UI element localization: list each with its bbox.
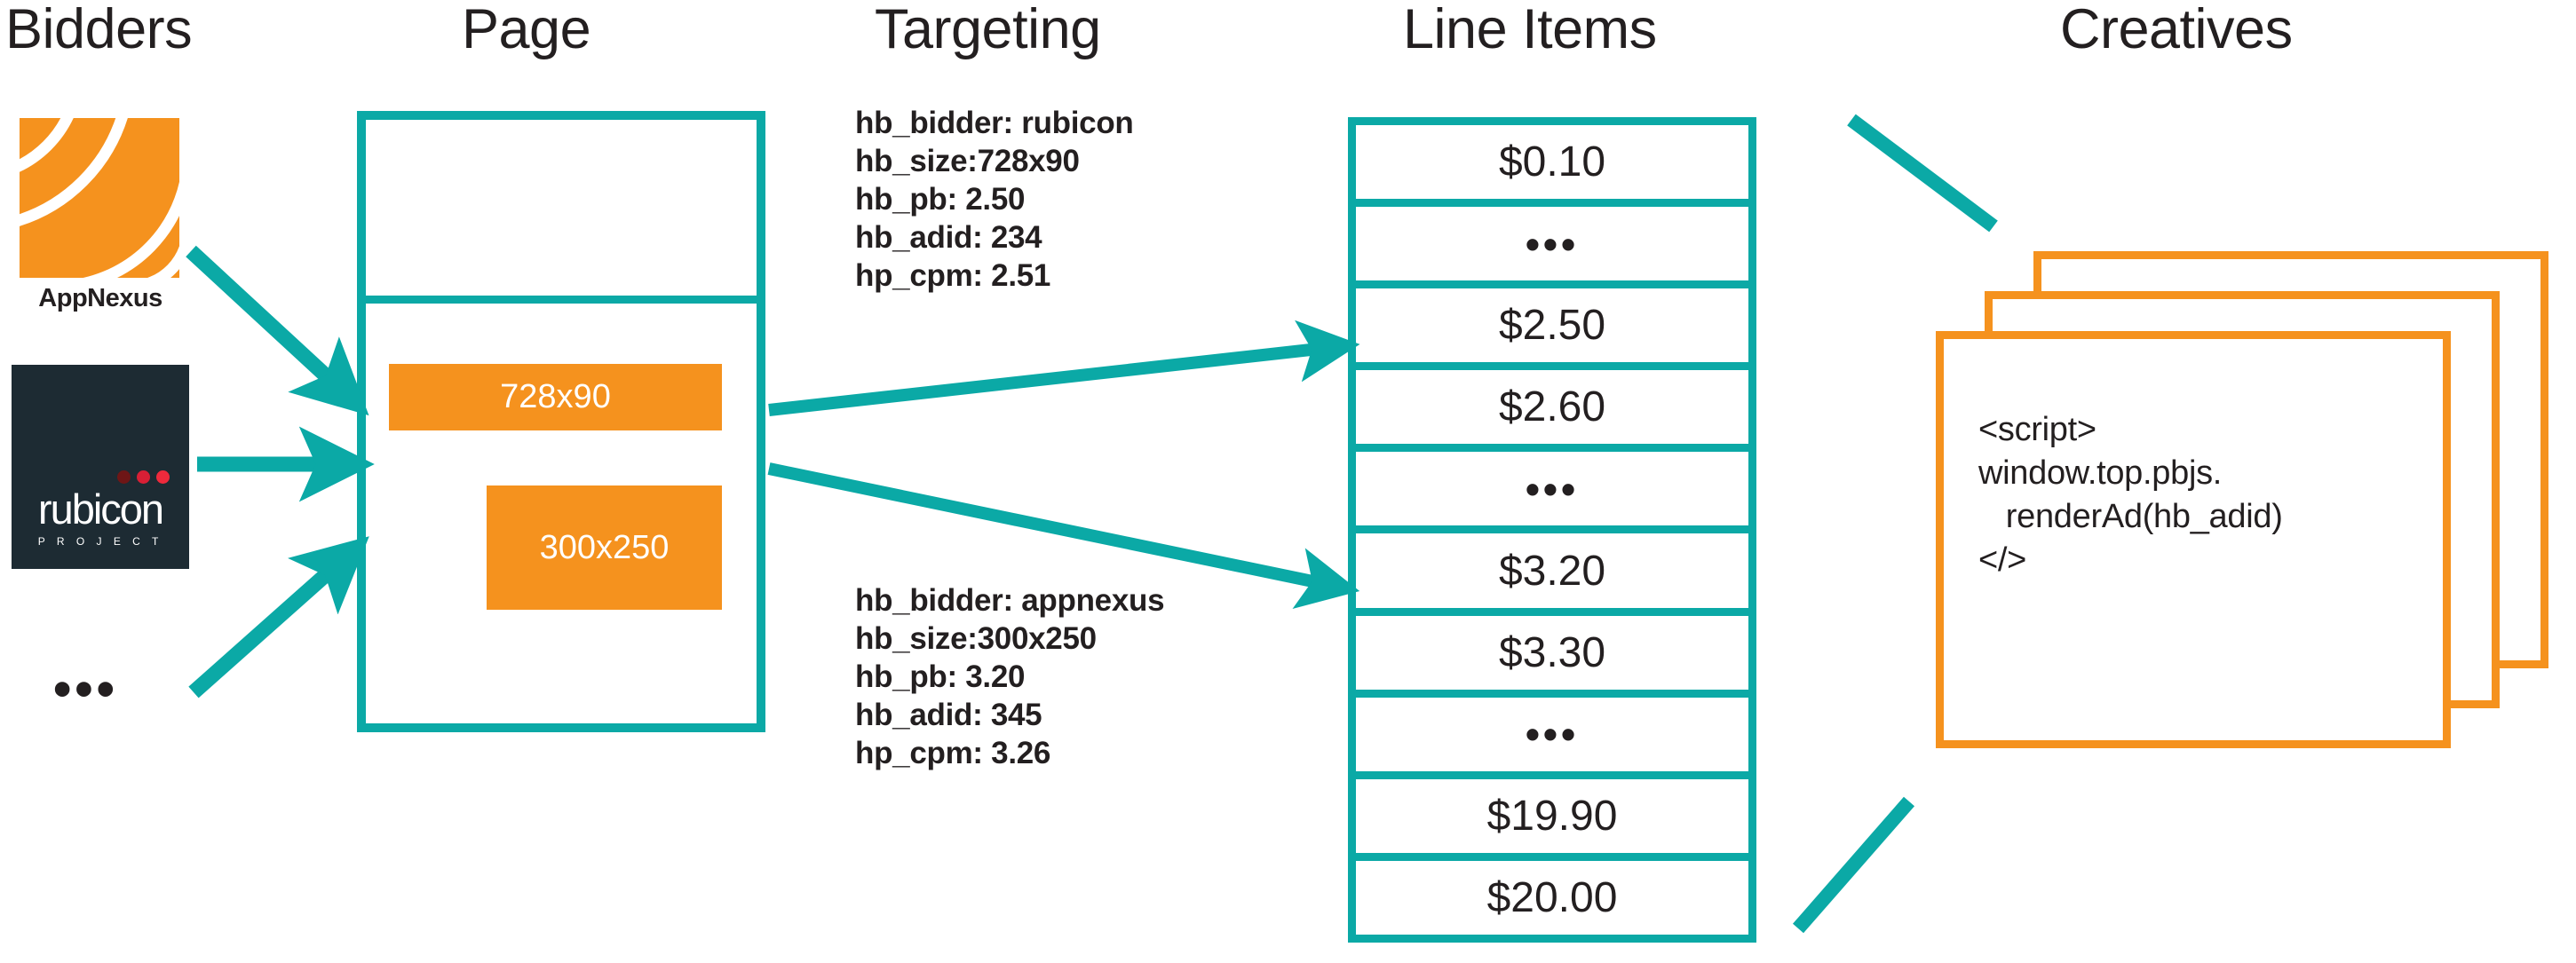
line-item-row[interactable]: $2.60 [1356, 370, 1748, 453]
arrow-more-bidders-to-page [188, 536, 369, 699]
rubicon-project-logo-icon: rubicon P R O J E C T [12, 365, 189, 569]
column-header-page: Page [462, 0, 591, 60]
line-item-row: ••• [1356, 452, 1748, 534]
line-item-row[interactable]: $3.20 [1356, 533, 1748, 616]
ad-slot-728x90[interactable]: 728x90 [389, 364, 722, 430]
line-item-row[interactable]: $20.00 [1486, 873, 1618, 921]
creative-card-front[interactable] [1936, 331, 2451, 748]
connector-line-items-bottom-to-creatives [1792, 796, 1915, 934]
column-header-line-items: Line Items [1403, 0, 1657, 60]
targeting-keys-appnexus: hb_bidder: appnexus hb_size:300x250 hb_p… [855, 583, 1165, 770]
arrow-appnexus-to-page [186, 245, 369, 416]
arrow-page-to-line-item-250 [768, 320, 1360, 416]
targeting-keys-rubicon: hb_bidder: rubicon hb_size:728x90 hb_pb:… [855, 106, 1134, 293]
column-header-targeting: Targeting [875, 0, 1101, 60]
line-item-row: ••• [1356, 207, 1748, 289]
rubicon-sublabel: P R O J E C T [37, 535, 163, 548]
rubicon-dots-icon [117, 470, 170, 484]
line-items-list: $0.10 ••• $2.50 $2.60 ••• $3.20 $3.30 ••… [1348, 117, 1756, 943]
line-item-row[interactable]: $0.10 [1356, 125, 1748, 208]
appnexus-logo-icon [20, 118, 179, 278]
line-item-row[interactable]: $3.30 [1356, 616, 1748, 698]
bidders-more-indicator: ••• [53, 660, 118, 718]
column-header-creatives: Creatives [2060, 0, 2293, 60]
column-header-bidders: Bidders [5, 0, 193, 60]
line-item-row[interactable]: $2.50 [1356, 288, 1748, 371]
page-header-divider [357, 296, 765, 304]
creative-render-script: <script> window.top.pbjs. renderAd(hb_ad… [1978, 411, 2283, 579]
line-item-row[interactable]: $19.90 [1356, 779, 1748, 861]
arrow-page-to-line-item-320 [767, 462, 1360, 610]
rubicon-label: rubicon [37, 485, 164, 533]
appnexus-label: AppNexus [38, 284, 162, 312]
line-item-row: ••• [1356, 698, 1748, 779]
ad-slot-300x250[interactable]: 300x250 [487, 485, 722, 610]
connector-line-items-top-to-creatives [1847, 114, 1998, 233]
